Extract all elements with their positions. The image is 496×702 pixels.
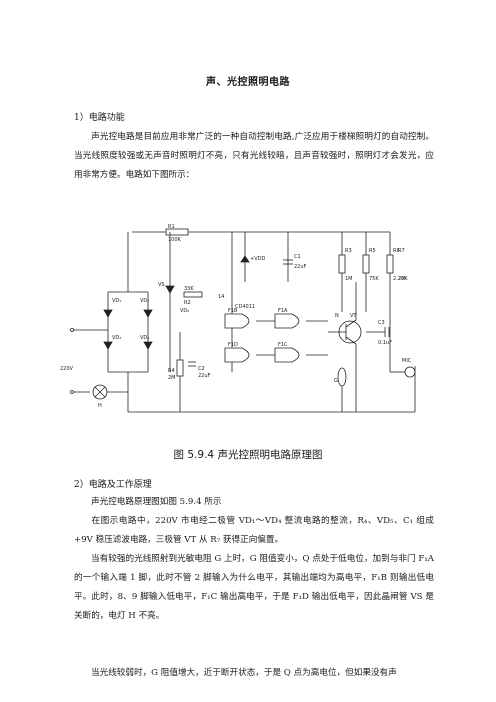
- c3-value: 0.1uF: [378, 340, 392, 346]
- section1-heading: 1）电路功能: [74, 113, 125, 123]
- f1b-label: F1B: [228, 308, 238, 314]
- circuit-schematic: R1 100K VS 33K R2 VD₁ VD₂ VD₃ VD₄ VD₆ +V…: [60, 224, 416, 413]
- section2-para3-text: 当光线较弱时，G 阻值增大，近于断开状态，于是 Q 点为高电位，但如果没有声: [91, 668, 397, 678]
- r5-value: 75K: [369, 276, 379, 282]
- section2-line1: 声光控电路原理图如图 5.9.4 所示: [91, 497, 222, 507]
- r3-value: 1M: [345, 276, 353, 282]
- r4-label: R4: [168, 368, 175, 374]
- vd3-label: VD₃: [112, 335, 121, 341]
- r2-value: 33K: [184, 286, 194, 292]
- section2-paragraph-1: 在图示电路中，220V 市电经二极管 VD₁～VD₄ 整流电路的整流，R₄、VD…: [74, 512, 434, 550]
- r1-label: R1: [168, 224, 175, 230]
- section2-heading: 2）电路及工作原理: [74, 480, 152, 490]
- r5-label: R5: [369, 248, 376, 254]
- f1c-label: F1C: [278, 342, 288, 348]
- section1-text: 声光控电路是目前应用非常广泛的一种自动控制电路,广泛应用于楼梯照明灯的自动控制。…: [74, 132, 434, 180]
- r3-label: R3: [345, 248, 352, 254]
- vt-label: VT: [350, 313, 357, 319]
- h-label: H: [98, 403, 102, 409]
- mic-label: MIC: [402, 358, 412, 364]
- v220-label: 220V: [60, 366, 74, 372]
- figure-caption: 图 5.9.4 声光控照明电路原理图: [173, 449, 323, 461]
- c2-label: C2: [198, 366, 205, 372]
- section1-paragraph: 声光控电路是目前应用非常广泛的一种自动控制电路,广泛应用于楼梯照明灯的自动控制。…: [74, 128, 434, 185]
- section2-paragraph-2: 当有较强的光线照射到光敏电阻 G 上时，G 阻值变小，Q 点处于低电位，加到与非…: [74, 550, 434, 626]
- n-label: N: [335, 313, 339, 319]
- c3-label: C3: [378, 320, 385, 326]
- ic-label: CD4011: [235, 304, 255, 310]
- vd6-label: VD₆: [180, 308, 189, 314]
- r1-value: 100K: [168, 237, 182, 243]
- r7-label: R7: [398, 248, 405, 254]
- r2-label: R2: [184, 300, 191, 306]
- vd1-label: VD₁: [112, 298, 121, 304]
- vd4-label: VD₄: [140, 335, 149, 341]
- vd2-label: VD₂: [140, 298, 149, 304]
- r6-label: R6: [393, 248, 400, 254]
- c1-value: 22uF: [294, 264, 307, 270]
- section2-paragraph-3: 当光线较弱时，G 阻值增大，近于断开状态，于是 Q 点为高电位，但如果没有声: [74, 664, 434, 683]
- pin14-label: 14: [218, 294, 224, 300]
- page-title: 声、光控照明电路: [206, 77, 290, 88]
- f1d-label: F1D: [228, 342, 238, 348]
- c2-value: 22uF: [198, 373, 211, 379]
- vdd-label: +VDD: [250, 256, 265, 262]
- g-label: G: [334, 378, 338, 384]
- f1a-label: F1A: [278, 308, 288, 314]
- section2-para1-text: 在图示电路中，220V 市电经二极管 VD₁～VD₄ 整流电路的整流，R₄、VD…: [74, 516, 434, 545]
- c1-label: C1: [294, 254, 301, 260]
- r6-value: 2.2M: [393, 276, 405, 282]
- section2-line1-paragraph: 声光控电路原理图如图 5.9.4 所示: [74, 493, 434, 512]
- vs-label: VS: [158, 282, 165, 288]
- section2-para2-text: 当有较强的光线照射到光敏电阻 G 上时，G 阻值变小，Q 点处于低电位，加到与非…: [74, 554, 434, 621]
- r7-value: 20K: [398, 276, 408, 282]
- r4-value: 2M: [168, 375, 176, 381]
